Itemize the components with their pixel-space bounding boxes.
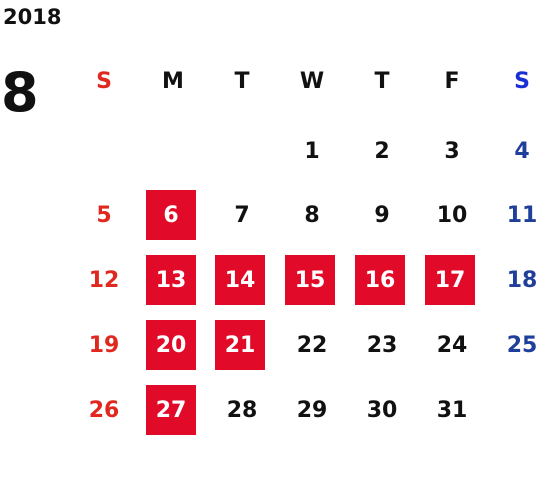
calendar-day[interactable]: 24 (436, 332, 468, 358)
calendar-day[interactable]: 9 (374, 202, 390, 228)
calendar-day[interactable]: 4 (514, 138, 530, 164)
calendar-day-highlighted[interactable]: 13 (146, 255, 196, 305)
calendar-day[interactable]: 22 (296, 332, 328, 358)
weekday-label-friday: F (444, 68, 460, 94)
weekday-label-saturday: S (514, 68, 530, 94)
calendar-day[interactable]: 31 (436, 397, 468, 423)
calendar-day[interactable]: 7 (234, 202, 250, 228)
calendar-day[interactable]: 26 (88, 397, 120, 423)
calendar-day-highlighted[interactable]: 21 (215, 320, 265, 370)
calendar-day[interactable]: 10 (436, 202, 468, 228)
calendar-day[interactable]: 29 (296, 397, 328, 423)
calendar-day[interactable]: 30 (366, 397, 398, 423)
weekday-label-monday: M (162, 68, 184, 94)
calendar-day-highlighted[interactable]: 17 (425, 255, 475, 305)
calendar-month: 8 (1, 61, 39, 124)
calendar-day[interactable]: 1 (304, 138, 320, 164)
calendar-day-highlighted[interactable]: 16 (355, 255, 405, 305)
calendar-day[interactable]: 5 (96, 202, 112, 228)
calendar-day-highlighted[interactable]: 6 (146, 190, 196, 240)
calendar-day[interactable]: 8 (304, 202, 320, 228)
calendar-day[interactable]: 18 (506, 267, 538, 293)
calendar-day-highlighted[interactable]: 27 (146, 385, 196, 435)
calendar-day-highlighted[interactable]: 20 (146, 320, 196, 370)
calendar-day-highlighted[interactable]: 15 (285, 255, 335, 305)
calendar-day-highlighted[interactable]: 14 (215, 255, 265, 305)
calendar-day[interactable]: 19 (88, 332, 120, 358)
calendar-day[interactable]: 25 (506, 332, 538, 358)
calendar-day[interactable]: 28 (226, 397, 258, 423)
weekday-label-tuesday: T (234, 68, 250, 94)
calendar-day[interactable]: 3 (444, 138, 460, 164)
calendar-year: 2018 (3, 5, 62, 29)
calendar-day[interactable]: 2 (374, 138, 390, 164)
calendar-day[interactable]: 12 (88, 267, 120, 293)
calendar-day[interactable]: 23 (366, 332, 398, 358)
weekday-label-wednesday: W (299, 68, 325, 94)
calendar-day[interactable]: 11 (506, 202, 538, 228)
weekday-label-sunday: S (96, 68, 112, 94)
weekday-label-thursday: T (374, 68, 390, 94)
